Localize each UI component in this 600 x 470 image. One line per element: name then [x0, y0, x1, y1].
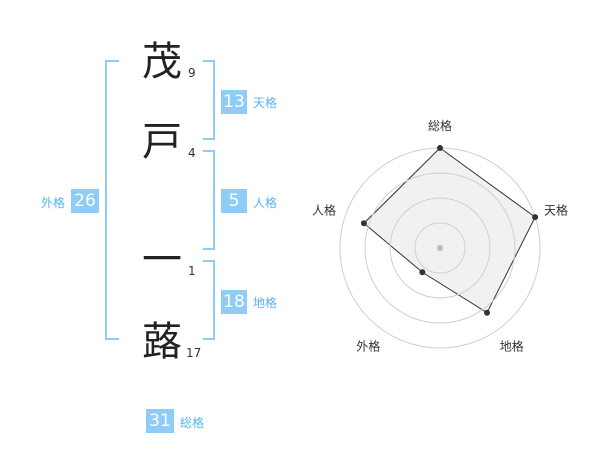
chikaku-bracket [203, 260, 215, 340]
name-char-4: 蕗 [142, 319, 182, 365]
radar-point-5 [360, 220, 367, 227]
radar-axis-label-4: 外格 [356, 339, 380, 354]
jinkaku-bracket [203, 150, 215, 250]
gaikaku-bracket [105, 60, 119, 340]
stroke-count-2: 4 [188, 146, 196, 160]
radar-ring-overlay-1 [414, 222, 466, 274]
radar-point-1 [437, 145, 443, 151]
radar-ring-overlay-2 [389, 197, 491, 299]
gaikaku-value: 26 [71, 189, 99, 213]
jinkaku-value: 5 [221, 189, 247, 213]
tenkaku-label: 天格 [253, 96, 278, 110]
radar-axis-label-1: 総格 [428, 118, 452, 133]
radar-area [363, 147, 536, 314]
stroke-count-4: 17 [186, 346, 202, 360]
stroke-count-1: 9 [188, 66, 196, 80]
soukaku-value: 31 [146, 409, 174, 433]
chikaku-label: 地格 [253, 296, 278, 310]
radar-point-2 [532, 214, 539, 221]
soukaku-label: 総格 [180, 416, 205, 430]
tenkaku-bracket [203, 60, 215, 140]
jinkaku-label: 人格 [253, 196, 278, 210]
radar-axis-label-2: 天格 [544, 202, 568, 217]
radar-axis-label-3: 地格 [500, 339, 524, 354]
tenkaku-value: 13 [221, 90, 247, 114]
chikaku-value: 18 [221, 290, 247, 314]
radar-point-4 [419, 269, 426, 276]
name-char-3: 一 [142, 237, 182, 283]
radar-point-3 [484, 309, 491, 316]
radar-ring-overlay-3 [364, 172, 516, 324]
radar-axis-label-5: 人格 [312, 202, 336, 217]
name-char-1: 茂 [142, 39, 182, 85]
gaikaku-label: 外格 [41, 196, 66, 210]
name-char-2: 戸 [142, 119, 182, 165]
radar-center [437, 245, 443, 251]
stroke-count-3: 1 [188, 264, 196, 278]
